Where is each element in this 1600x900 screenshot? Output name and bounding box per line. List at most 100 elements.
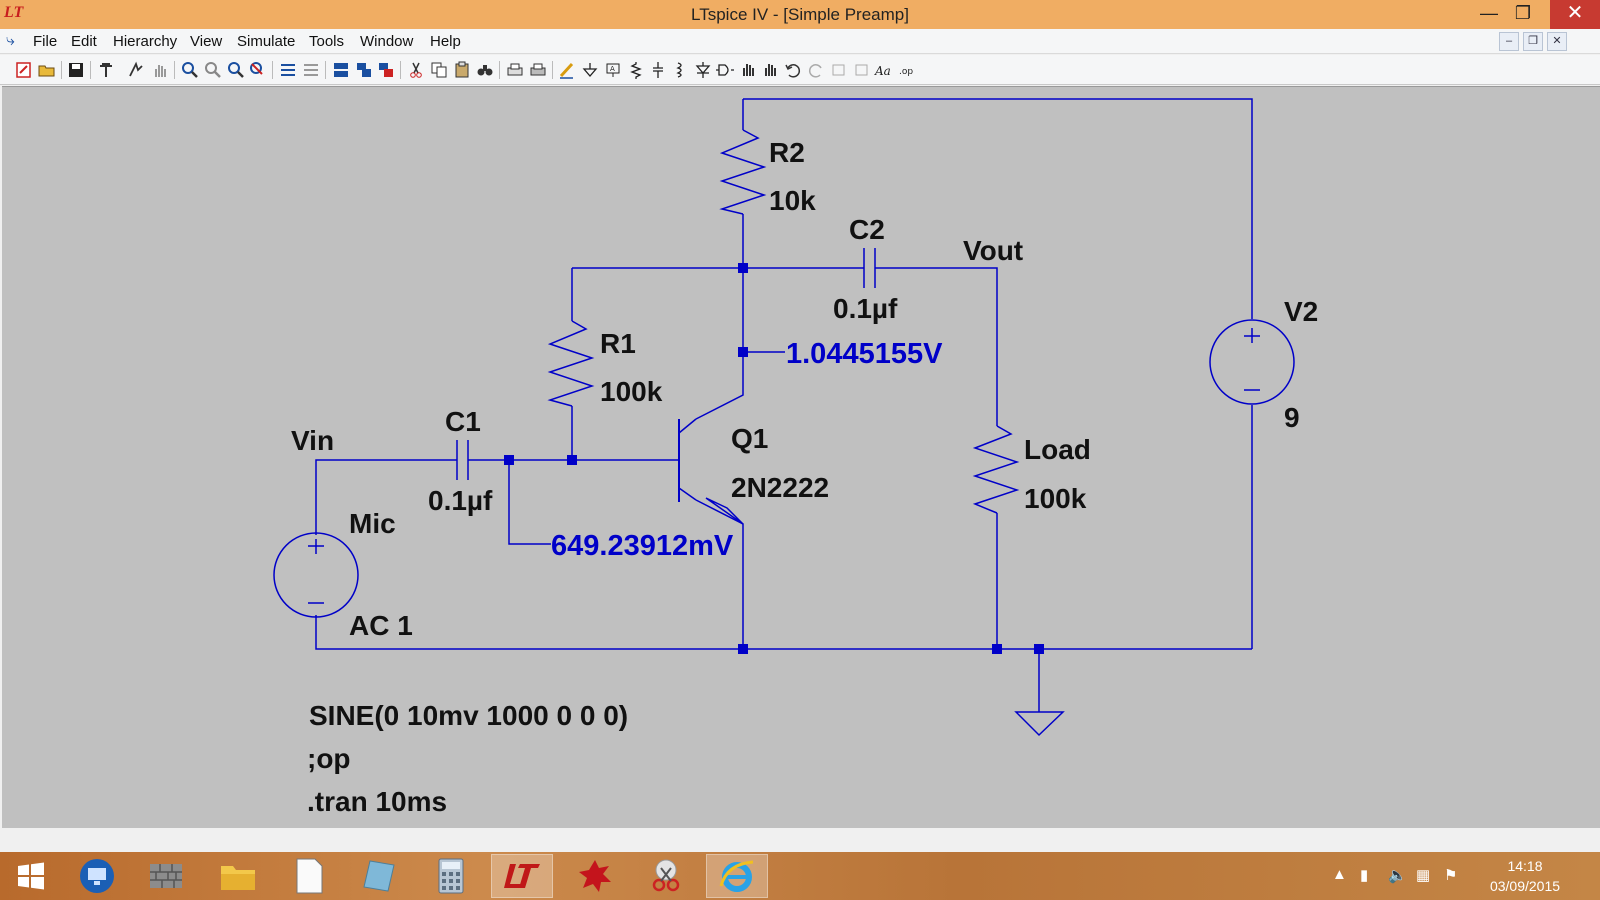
redo-icon[interactable]	[806, 60, 826, 80]
tile-vertical-icon[interactable]	[301, 60, 321, 80]
component-icon[interactable]	[715, 60, 735, 80]
r1-value: 100k	[600, 376, 663, 407]
minimize-button[interactable]: —	[1480, 3, 1498, 23]
action-center-icon[interactable]: ▮	[1360, 867, 1369, 884]
mic-source-symbol	[273, 532, 359, 618]
inductor-icon[interactable]	[670, 60, 690, 80]
menu-view[interactable]: View	[190, 33, 223, 50]
wire-base-probe	[508, 460, 551, 545]
ground-icon[interactable]	[580, 60, 600, 80]
zoom-pan-icon[interactable]	[203, 60, 223, 80]
maximize-button[interactable]: ❐	[1514, 3, 1532, 23]
start-button[interactable]	[0, 854, 62, 898]
undo-icon[interactable]	[783, 60, 803, 80]
network-icon[interactable]: ▦	[1416, 867, 1431, 884]
svg-text:.op: .op	[899, 67, 913, 77]
q1-collector-lead	[678, 418, 697, 434]
tile-horizontal-icon[interactable]	[278, 60, 298, 80]
tile-windows-icon[interactable]	[331, 60, 351, 80]
taskbar-file-explorer[interactable]	[207, 854, 269, 898]
cascade-windows-icon[interactable]	[354, 60, 374, 80]
load-name: Load	[1024, 434, 1091, 465]
taskbar-notepad[interactable]	[278, 854, 340, 898]
cut-icon[interactable]	[406, 60, 426, 80]
toolbar: A Aa .op	[0, 55, 1600, 85]
load-value: 100k	[1024, 483, 1087, 514]
menu-help[interactable]: Help	[430, 33, 461, 50]
move-icon[interactable]	[738, 60, 758, 80]
taskbar-remote-desktop[interactable]	[66, 854, 128, 898]
taskbar-snipping-tool[interactable]	[635, 854, 697, 898]
toolbar-separator	[61, 61, 62, 79]
v2-name: V2	[1284, 296, 1318, 327]
label-net-icon[interactable]: A	[603, 60, 623, 80]
paste-icon[interactable]	[452, 60, 472, 80]
junction-dot	[1034, 644, 1044, 654]
volume-icon[interactable]: 🔈	[1388, 867, 1407, 884]
r2-value: 10k	[769, 185, 816, 216]
menu-file[interactable]: File	[33, 33, 58, 50]
mdi-minimize-button[interactable]: –	[1499, 32, 1519, 51]
taskbar-ltspice[interactable]	[491, 854, 553, 898]
toolbar-separator	[400, 61, 401, 79]
find-icon[interactable]	[475, 60, 495, 80]
pan-icon[interactable]	[150, 60, 170, 80]
document-icon[interactable]: ⤷	[6, 32, 15, 49]
schematic-canvas[interactable]: R2 10k C2 0.1µf Vout R1 100k C1 0.1µf Vi…	[2, 86, 1600, 828]
print-icon[interactable]	[528, 60, 548, 80]
menu-window[interactable]: Window	[360, 33, 414, 50]
capacitor-icon[interactable]	[648, 60, 668, 80]
zoom-fit-icon[interactable]	[248, 60, 268, 80]
text-icon[interactable]: Aa	[873, 60, 893, 80]
red-splat-icon	[579, 860, 611, 892]
zoom-in-icon[interactable]	[180, 60, 200, 80]
draw-wire-icon[interactable]	[557, 60, 577, 80]
taskbar-firewall[interactable]	[135, 854, 197, 898]
zoom-out-icon[interactable]	[226, 60, 246, 80]
menu-hierarchy[interactable]: Hierarchy	[113, 33, 178, 50]
taskbar-calculator[interactable]	[420, 854, 482, 898]
r1-symbol	[547, 320, 595, 407]
flag-icon[interactable]: ⚑	[1444, 867, 1458, 884]
base-voltage: 649.23912mV	[551, 530, 734, 562]
open-icon[interactable]	[37, 60, 57, 80]
diode-icon[interactable]	[693, 60, 713, 80]
c2-name: C2	[849, 214, 885, 245]
copy-icon[interactable]	[429, 60, 449, 80]
window-title: LTspice IV - [Simple Preamp]	[691, 5, 909, 24]
clock-time[interactable]: 14:18	[1507, 858, 1543, 874]
ltspice-taskbar-icon	[504, 864, 540, 888]
close-button[interactable]: ✕	[1550, 0, 1600, 29]
mirror-icon[interactable]	[851, 60, 871, 80]
menu-simulate[interactable]: Simulate	[237, 33, 296, 50]
junctions	[504, 263, 1044, 654]
labels: R2 10k C2 0.1µf Vout R1 100k C1 0.1µf Vi…	[291, 137, 1318, 641]
directive-sine: SINE(0 10mv 1000 0 0 0)	[309, 700, 628, 731]
taskbar: ▲ ▮ 🔈 ▦ ⚑ 14:18 03/09/2015	[0, 852, 1600, 900]
taskbar-paint-app[interactable]	[564, 854, 626, 898]
save-icon[interactable]	[66, 60, 86, 80]
control-panel-icon[interactable]	[96, 60, 116, 80]
wire-emitter	[695, 499, 744, 649]
new-schematic-icon[interactable]	[14, 60, 34, 80]
mdi-close-button[interactable]: ✕	[1547, 32, 1567, 51]
mdi-restore-button[interactable]: ❐	[1523, 32, 1543, 51]
resistor-icon[interactable]	[626, 60, 646, 80]
taskbar-internet-explorer[interactable]	[706, 854, 768, 898]
show-hidden-icons-icon[interactable]: ▲	[1332, 866, 1347, 883]
rotate-icon[interactable]	[828, 60, 848, 80]
spice-directive-icon[interactable]: .op	[896, 60, 916, 80]
voltage-readouts: 1.0445155V 649.23912mV	[551, 338, 943, 562]
directive-tran: .tran 10ms	[307, 786, 447, 817]
run-icon[interactable]	[126, 60, 146, 80]
menu-tools[interactable]: Tools	[309, 33, 345, 50]
menu-edit[interactable]: Edit	[71, 33, 97, 50]
junction-dot	[504, 455, 514, 465]
drag-icon[interactable]	[760, 60, 780, 80]
print-preview-icon[interactable]	[505, 60, 525, 80]
taskbar-app[interactable]	[348, 854, 410, 898]
clock-date[interactable]: 03/09/2015	[1489, 878, 1561, 894]
q1-model: 2N2222	[731, 472, 829, 503]
calculator-icon	[438, 858, 464, 894]
close-windows-icon[interactable]	[376, 60, 396, 80]
